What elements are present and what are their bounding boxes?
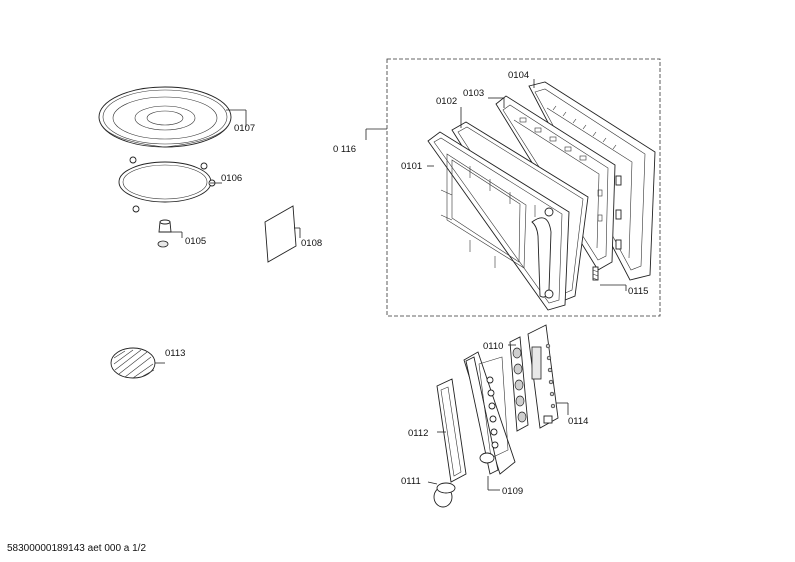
label-0104: 0104 — [508, 70, 529, 81]
part-0113-patch — [110, 347, 165, 379]
label-0101: 0101 — [401, 161, 422, 172]
part-0109-control-panel — [463, 351, 516, 491]
part-0111-knob — [427, 481, 456, 508]
part-0110-keypad — [508, 336, 529, 432]
label-0105: 0105 — [185, 236, 206, 247]
label-0107: 0107 — [234, 123, 255, 134]
label-0103: 0103 — [463, 88, 484, 99]
part-0105-coupler — [157, 219, 183, 248]
part-0115-spring — [592, 266, 627, 291]
label-0111: 0111 — [401, 476, 421, 487]
label-0115: 0115 — [628, 286, 648, 297]
part-0112-panel-cover — [436, 378, 467, 483]
label-0114: 0114 — [568, 416, 588, 427]
label-0112: 0112 — [408, 428, 428, 439]
label-0109: 0109 — [502, 486, 523, 497]
document-footer: 58300000189143 aet 000 a 1/2 — [7, 543, 146, 554]
label-0113: 0113 — [165, 348, 185, 359]
label-0106: 0106 — [221, 173, 242, 184]
label-0116: 0 116 — [333, 144, 356, 155]
part-0107-turntable-plate — [98, 86, 247, 148]
label-0102: 0102 — [436, 96, 457, 107]
label-0110: 0110 — [483, 341, 503, 352]
door-assembly-box-0116 — [365, 58, 661, 317]
part-0101-door-front — [427, 131, 570, 311]
part-0108-mica-sheet — [264, 205, 301, 263]
label-0108: 0108 — [301, 238, 322, 249]
part-labels: 0107 0106 0105 0108 0113 0 116 0104 0103… — [165, 70, 648, 497]
part-0106-roller-ring — [118, 156, 222, 213]
part-0114-control-board — [527, 324, 569, 429]
